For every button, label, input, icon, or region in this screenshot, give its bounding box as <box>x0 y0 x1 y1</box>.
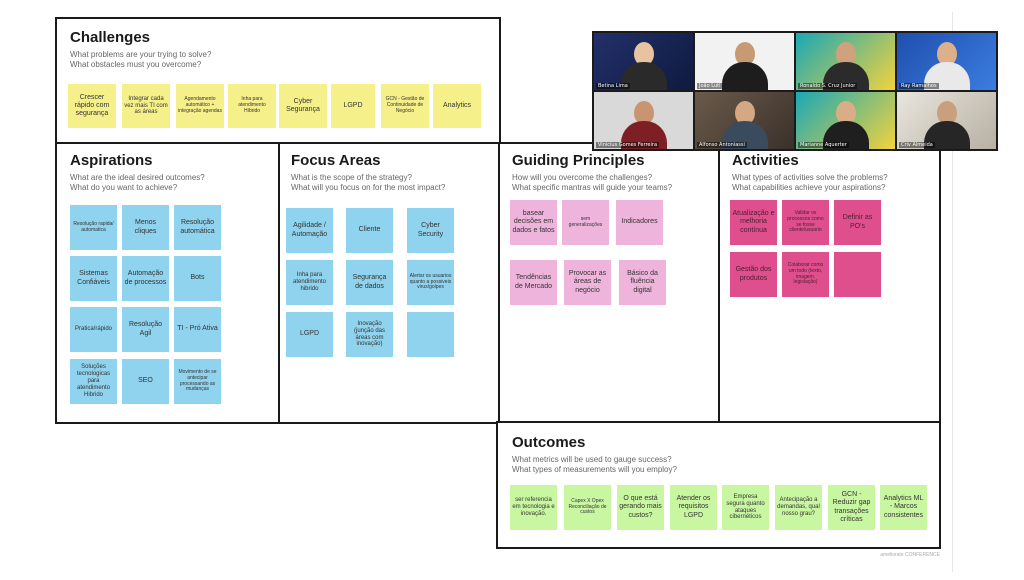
video-tile[interactable]: Ronaldo S. Cruz Junior <box>796 33 895 90</box>
activities-subtitle: What types of activities solve the probl… <box>732 173 888 192</box>
canvas-edge-line <box>952 12 953 572</box>
participant-head <box>633 42 654 66</box>
sticky-note[interactable]: Bots <box>174 256 221 301</box>
outcomes-subtitle: What metrics will be used to gauge succe… <box>512 455 677 474</box>
participant-torso <box>721 121 768 149</box>
participant-head <box>734 101 755 125</box>
participant-head <box>936 101 957 125</box>
participant-head <box>936 42 957 66</box>
participant-name: Ronaldo S. Cruz Junior <box>798 83 858 89</box>
participant-head <box>633 101 654 125</box>
video-call-grid: Betina Lima João Luti Ronaldo S. Cruz Ju… <box>592 31 998 151</box>
sticky-note[interactable]: Agilidade / Automação <box>286 208 333 253</box>
video-tile[interactable]: Criv Almeida <box>897 92 996 149</box>
sticky-note[interactable]: Integrar cada vez mais TI com as áreas <box>122 84 170 128</box>
participant-name: Ray Ramalhos <box>899 83 939 89</box>
sticky-note[interactable]: Menos cliques <box>122 205 169 250</box>
sticky-note-empty[interactable] <box>834 252 881 297</box>
guiding-principles-title: Guiding Principles <box>512 152 645 169</box>
sticky-note[interactable]: GCN - Gestão de Continuidade de Negócio <box>381 84 429 128</box>
aspirations-subtitle: What are the ideal desired outcomes? Wha… <box>70 173 205 192</box>
video-tile[interactable]: João Luti <box>695 33 794 90</box>
participant-torso <box>822 62 869 90</box>
aspirations-title: Aspirations <box>70 152 153 169</box>
sticky-note[interactable]: O que está gerando mais custos? <box>617 485 664 530</box>
video-tile[interactable]: Alfonso Antoniassi <box>695 92 794 149</box>
sticky-note[interactable]: Inha para atendimento Híbrido <box>228 84 276 128</box>
participant-torso <box>620 62 667 90</box>
sticky-note[interactable]: GCN - Reduzir gap transações críticas <box>828 485 875 530</box>
participant-torso <box>620 121 667 149</box>
participant-torso <box>721 62 768 90</box>
participant-head <box>835 42 856 66</box>
participant-torso <box>923 62 970 90</box>
sticky-note[interactable]: Cliente <box>346 208 393 253</box>
sticky-note[interactable]: Atualização e melhoria contínua <box>730 200 777 245</box>
participant-torso <box>923 121 970 149</box>
sticky-note[interactable]: Capex X Opex Reconciliação de custos <box>564 485 611 530</box>
footer-watermark: ameliorate CONFERENCE <box>880 552 940 558</box>
sticky-note[interactable]: Automação de processos <box>122 256 169 301</box>
sticky-note[interactable]: Soluções tecnologicas para atendimento H… <box>70 359 117 404</box>
sticky-note[interactable]: Cyber Security <box>407 208 454 253</box>
sticky-note[interactable]: Atender os requisitos LGPD <box>670 485 717 530</box>
sticky-note[interactable]: basear decisões em dados e fatos <box>510 200 557 245</box>
sticky-note[interactable]: LGPD <box>331 84 375 128</box>
sticky-note[interactable]: Provocar as áreas de negócio <box>564 260 611 305</box>
sticky-note[interactable]: Validar os processos como se fosse clien… <box>782 200 829 245</box>
participant-torso <box>822 121 869 149</box>
sticky-note[interactable]: Gestão dos produtos <box>730 252 777 297</box>
sticky-note[interactable]: Analytics ML - Marcos consistentes <box>880 485 927 530</box>
sticky-note[interactable]: Definir as PO's <box>834 200 881 245</box>
video-tile[interactable]: Betina Lima <box>594 33 693 90</box>
sticky-note[interactable]: Inovação (junção das áreas com inovação) <box>346 312 393 357</box>
challenges-title: Challenges <box>70 29 151 46</box>
challenges-subtitle: What problems are your trying to solve? … <box>70 50 212 69</box>
participant-name: Criv Almeida <box>899 142 935 148</box>
sticky-note[interactable]: Básico da fluência digital <box>619 260 666 305</box>
video-tile[interactable]: Vinicius Gomes Ferreira <box>594 92 693 149</box>
sticky-note[interactable]: sem generalizações <box>562 200 609 245</box>
sticky-note[interactable]: Resolução Agil <box>122 307 169 352</box>
outcomes-title: Outcomes <box>512 434 586 451</box>
focus-areas-subtitle: What is the scope of the strategy? What … <box>291 173 446 192</box>
participant-name: João Luti <box>697 83 723 89</box>
sticky-note[interactable]: Inha para atendimento hibrido <box>286 260 333 305</box>
sticky-note[interactable]: Sistemas Confiáveis <box>70 256 117 301</box>
sticky-note[interactable]: Pratica/rápido <box>70 307 117 352</box>
guiding-principles-subtitle: How will you overcome the challenges? Wh… <box>512 173 673 192</box>
video-tile[interactable]: Ray Ramalhos <box>897 33 996 90</box>
sticky-note[interactable]: Tendências de Mercado <box>510 260 557 305</box>
sticky-note[interactable]: Segurança de dados <box>346 260 393 305</box>
sticky-note[interactable]: Resolução automática <box>174 205 221 250</box>
participant-name: Alfonso Antoniassi <box>697 142 747 148</box>
video-tile[interactable]: Marianne Aquerter <box>796 92 895 149</box>
sticky-note[interactable]: ser referencia em tecnologia e inovação. <box>510 485 557 530</box>
sticky-note[interactable]: Antecipação a demandas, qual nosso grau? <box>775 485 822 530</box>
sticky-note[interactable]: Crescer rápido com segurança <box>68 84 116 128</box>
sticky-note[interactable]: Alertar os usuarios quanto a possiveis v… <box>407 260 454 305</box>
focus-areas-title: Focus Areas <box>291 152 381 169</box>
participant-name: Marianne Aquerter <box>798 142 849 148</box>
sticky-note[interactable]: Cyber Segurança <box>279 84 327 128</box>
participant-name: Vinicius Gomes Ferreira <box>596 142 660 148</box>
participant-name: Betina Lima <box>596 83 630 89</box>
participant-head <box>734 42 755 66</box>
sticky-note-empty[interactable] <box>407 312 454 357</box>
participant-head <box>835 101 856 125</box>
sticky-note[interactable]: Empresa segura quanto ataques cibernétic… <box>722 485 769 530</box>
sticky-note[interactable]: Agendamento automático + integração agen… <box>176 84 224 128</box>
sticky-note[interactable]: Analytics <box>433 84 481 128</box>
sticky-note[interactable]: Resolução rapida/ automatica <box>70 205 117 250</box>
sticky-note[interactable]: TI - Pró Ativa <box>174 307 221 352</box>
sticky-note[interactable]: Indicadores <box>616 200 663 245</box>
sticky-note[interactable]: LGPD <box>286 312 333 357</box>
sticky-note[interactable]: SEO <box>122 359 169 404</box>
sticky-note[interactable]: Movimento de se antecipar processando as… <box>174 359 221 404</box>
activities-title: Activities <box>732 152 799 169</box>
sticky-note[interactable]: Colaborar como um todo (texto, imagem, l… <box>782 252 829 297</box>
